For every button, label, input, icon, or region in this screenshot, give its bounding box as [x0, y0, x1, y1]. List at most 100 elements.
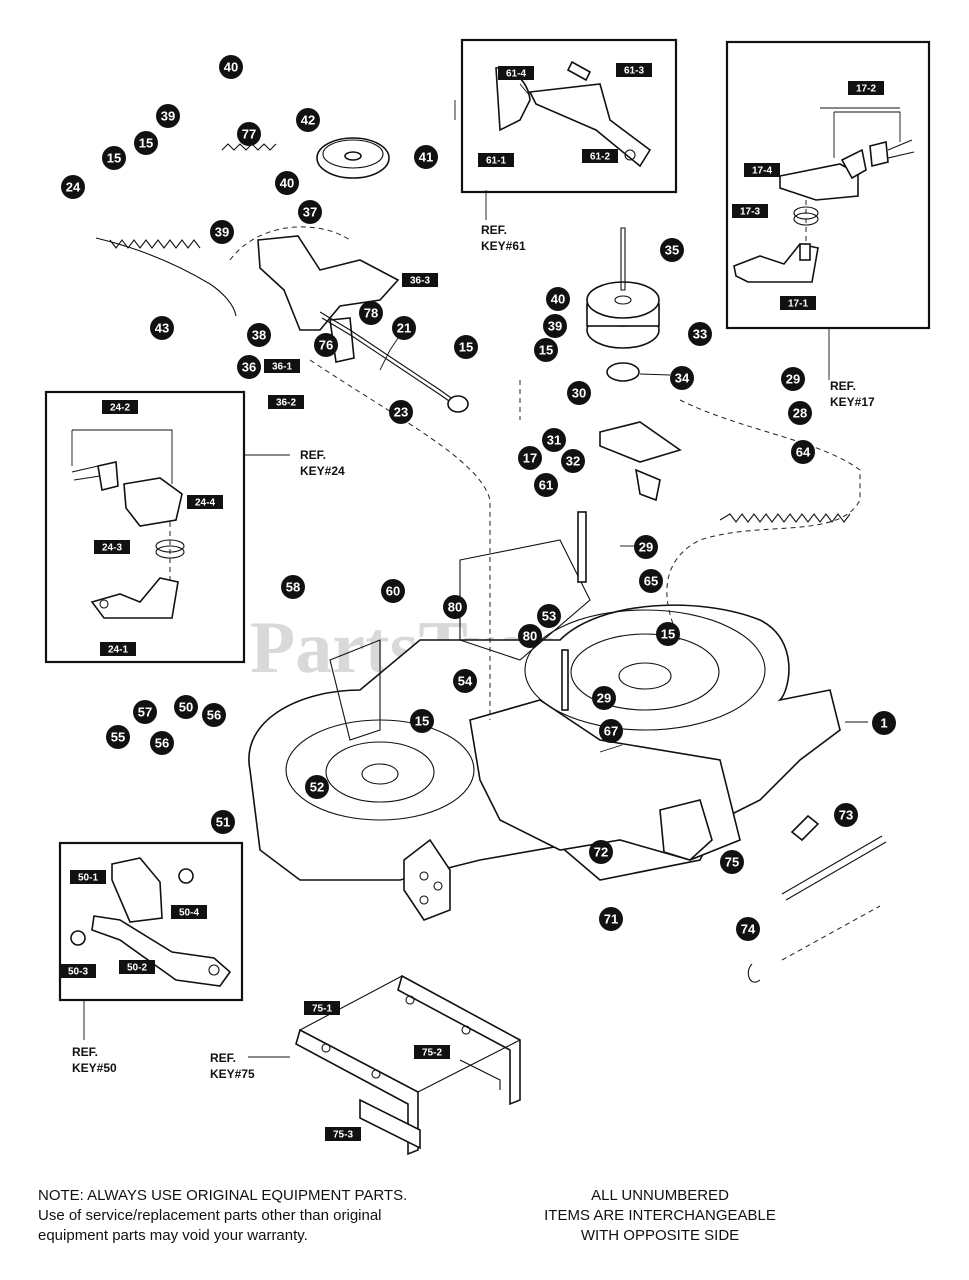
- callout-58: 58: [281, 575, 305, 599]
- callout-56: 56: [150, 731, 174, 755]
- callout-40: 40: [219, 55, 243, 79]
- part-tag-17-2: 17-2: [848, 81, 884, 95]
- callout-21: 21: [392, 316, 416, 340]
- note-interchangeable: ALL UNNUMBERED ITEMS ARE INTERCHANGEABLE…: [520, 1186, 800, 1246]
- callout-15: 15: [102, 146, 126, 170]
- callout-40: 40: [275, 171, 299, 195]
- callout-61: 61: [534, 473, 558, 497]
- ref-24-line2: KEY#24: [300, 464, 345, 478]
- ref-24-line1: REF.: [300, 448, 326, 462]
- svg-text:74: 74: [741, 922, 756, 937]
- note-original-parts: NOTE: ALWAYS USE ORIGINAL EQUIPMENT PART…: [38, 1186, 498, 1246]
- svg-text:24-4: 24-4: [195, 498, 215, 509]
- part-tag-61-1: 61-1: [478, 153, 514, 167]
- callout-50: 50: [174, 695, 198, 719]
- bracket-75: [295, 974, 521, 1156]
- svg-text:31: 31: [547, 433, 561, 448]
- callout-52: 52: [305, 775, 329, 799]
- inset-24-parts: [71, 429, 185, 619]
- svg-text:30: 30: [572, 386, 586, 401]
- callout-64: 64: [791, 440, 815, 464]
- svg-text:23: 23: [394, 405, 408, 420]
- callout-34: 34: [670, 366, 694, 390]
- svg-text:43: 43: [155, 321, 169, 336]
- callout-39: 39: [156, 104, 180, 128]
- svg-text:24-2: 24-2: [110, 403, 130, 414]
- svg-text:53: 53: [542, 609, 556, 624]
- svg-text:15: 15: [139, 136, 153, 151]
- svg-text:34: 34: [675, 371, 690, 386]
- callout-55: 55: [106, 725, 130, 749]
- svg-text:67: 67: [604, 724, 618, 739]
- svg-text:50: 50: [179, 700, 193, 715]
- part-tag-50-1: 50-1: [70, 870, 106, 884]
- svg-text:65: 65: [644, 574, 658, 589]
- svg-text:24-1: 24-1: [108, 645, 128, 656]
- svg-text:60: 60: [386, 584, 400, 599]
- callout-78: 78: [359, 301, 383, 325]
- svg-text:61-4: 61-4: [506, 69, 526, 80]
- callout-54: 54: [453, 669, 477, 693]
- callout-60: 60: [381, 579, 405, 603]
- inset-50-parts: [70, 857, 232, 987]
- callout-15: 15: [454, 335, 478, 359]
- callout-76: 76: [314, 333, 338, 357]
- svg-text:75: 75: [725, 855, 739, 870]
- part-tag-17-3: 17-3: [732, 204, 768, 218]
- callout-53: 53: [537, 604, 561, 628]
- svg-text:80: 80: [448, 600, 462, 615]
- callout-72: 72: [589, 840, 613, 864]
- ref-labels: REF. KEY#61 REF. KEY#17 REF. KEY#24 REF.…: [72, 223, 875, 1081]
- svg-text:36: 36: [242, 360, 256, 375]
- part-tag-36-3: 36-3: [402, 273, 438, 287]
- callout-80: 80: [518, 624, 542, 648]
- svg-text:39: 39: [215, 225, 229, 240]
- svg-text:36-1: 36-1: [272, 362, 292, 373]
- svg-text:1: 1: [880, 716, 887, 731]
- svg-text:15: 15: [539, 343, 553, 358]
- callout-80: 80: [443, 595, 467, 619]
- callout-41: 41: [414, 145, 438, 169]
- callout-36: 36: [237, 355, 261, 379]
- part-tag-17-1: 17-1: [780, 296, 816, 310]
- svg-text:29: 29: [639, 540, 653, 555]
- svg-text:38: 38: [252, 328, 266, 343]
- svg-text:75-3: 75-3: [333, 1130, 353, 1141]
- svg-text:15: 15: [459, 340, 473, 355]
- svg-text:29: 29: [597, 691, 611, 706]
- svg-text:57: 57: [138, 705, 152, 720]
- svg-text:15: 15: [415, 714, 429, 729]
- svg-text:42: 42: [301, 113, 315, 128]
- svg-text:40: 40: [280, 176, 294, 191]
- callout-43: 43: [150, 316, 174, 340]
- callout-67: 67: [599, 719, 623, 743]
- callout-32: 32: [561, 449, 585, 473]
- part-tag-24-3: 24-3: [94, 540, 130, 554]
- svg-text:17: 17: [523, 451, 537, 466]
- svg-text:55: 55: [111, 730, 125, 745]
- svg-text:56: 56: [207, 708, 221, 723]
- note-line: ITEMS ARE INTERCHANGEABLE: [544, 1207, 776, 1224]
- svg-text:17-2: 17-2: [856, 84, 876, 95]
- svg-text:39: 39: [161, 109, 175, 124]
- part-tag-24-4: 24-4: [187, 495, 223, 509]
- callout-15: 15: [134, 131, 158, 155]
- svg-text:72: 72: [594, 845, 608, 860]
- callout-40: 40: [546, 287, 570, 311]
- svg-text:61-3: 61-3: [624, 66, 644, 77]
- svg-text:17-3: 17-3: [740, 207, 760, 218]
- callout-29: 29: [781, 367, 805, 391]
- part-tag-75-3: 75-3: [325, 1127, 361, 1141]
- part-tag-75-2: 75-2: [414, 1045, 450, 1059]
- part-tag-61-4: 61-4: [498, 66, 534, 80]
- svg-text:80: 80: [523, 629, 537, 644]
- callout-23: 23: [389, 400, 413, 424]
- svg-text:17-1: 17-1: [788, 299, 808, 310]
- svg-text:77: 77: [242, 127, 256, 142]
- note-line: equipment parts may void your warranty.: [38, 1227, 308, 1244]
- ref-17-line1: REF.: [830, 379, 856, 393]
- part-tag-50-2: 50-2: [119, 960, 155, 974]
